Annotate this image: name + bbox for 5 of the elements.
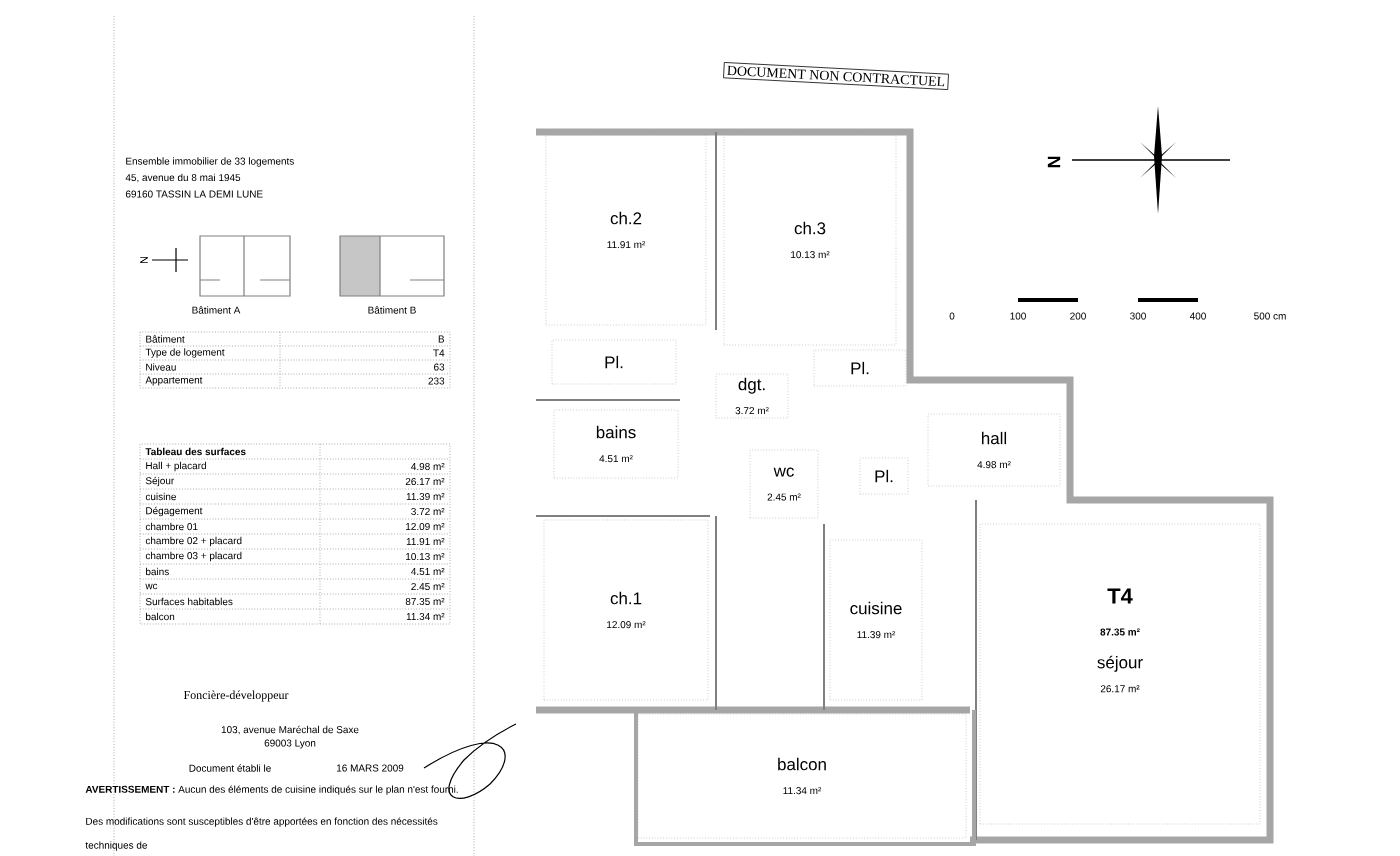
- apartment-type: T4: [1107, 588, 1133, 604]
- room: Pl.: [859, 457, 909, 495]
- room: Pl.: [813, 349, 907, 387]
- north-label: N: [1047, 156, 1061, 168]
- room: Pl.: [551, 339, 677, 385]
